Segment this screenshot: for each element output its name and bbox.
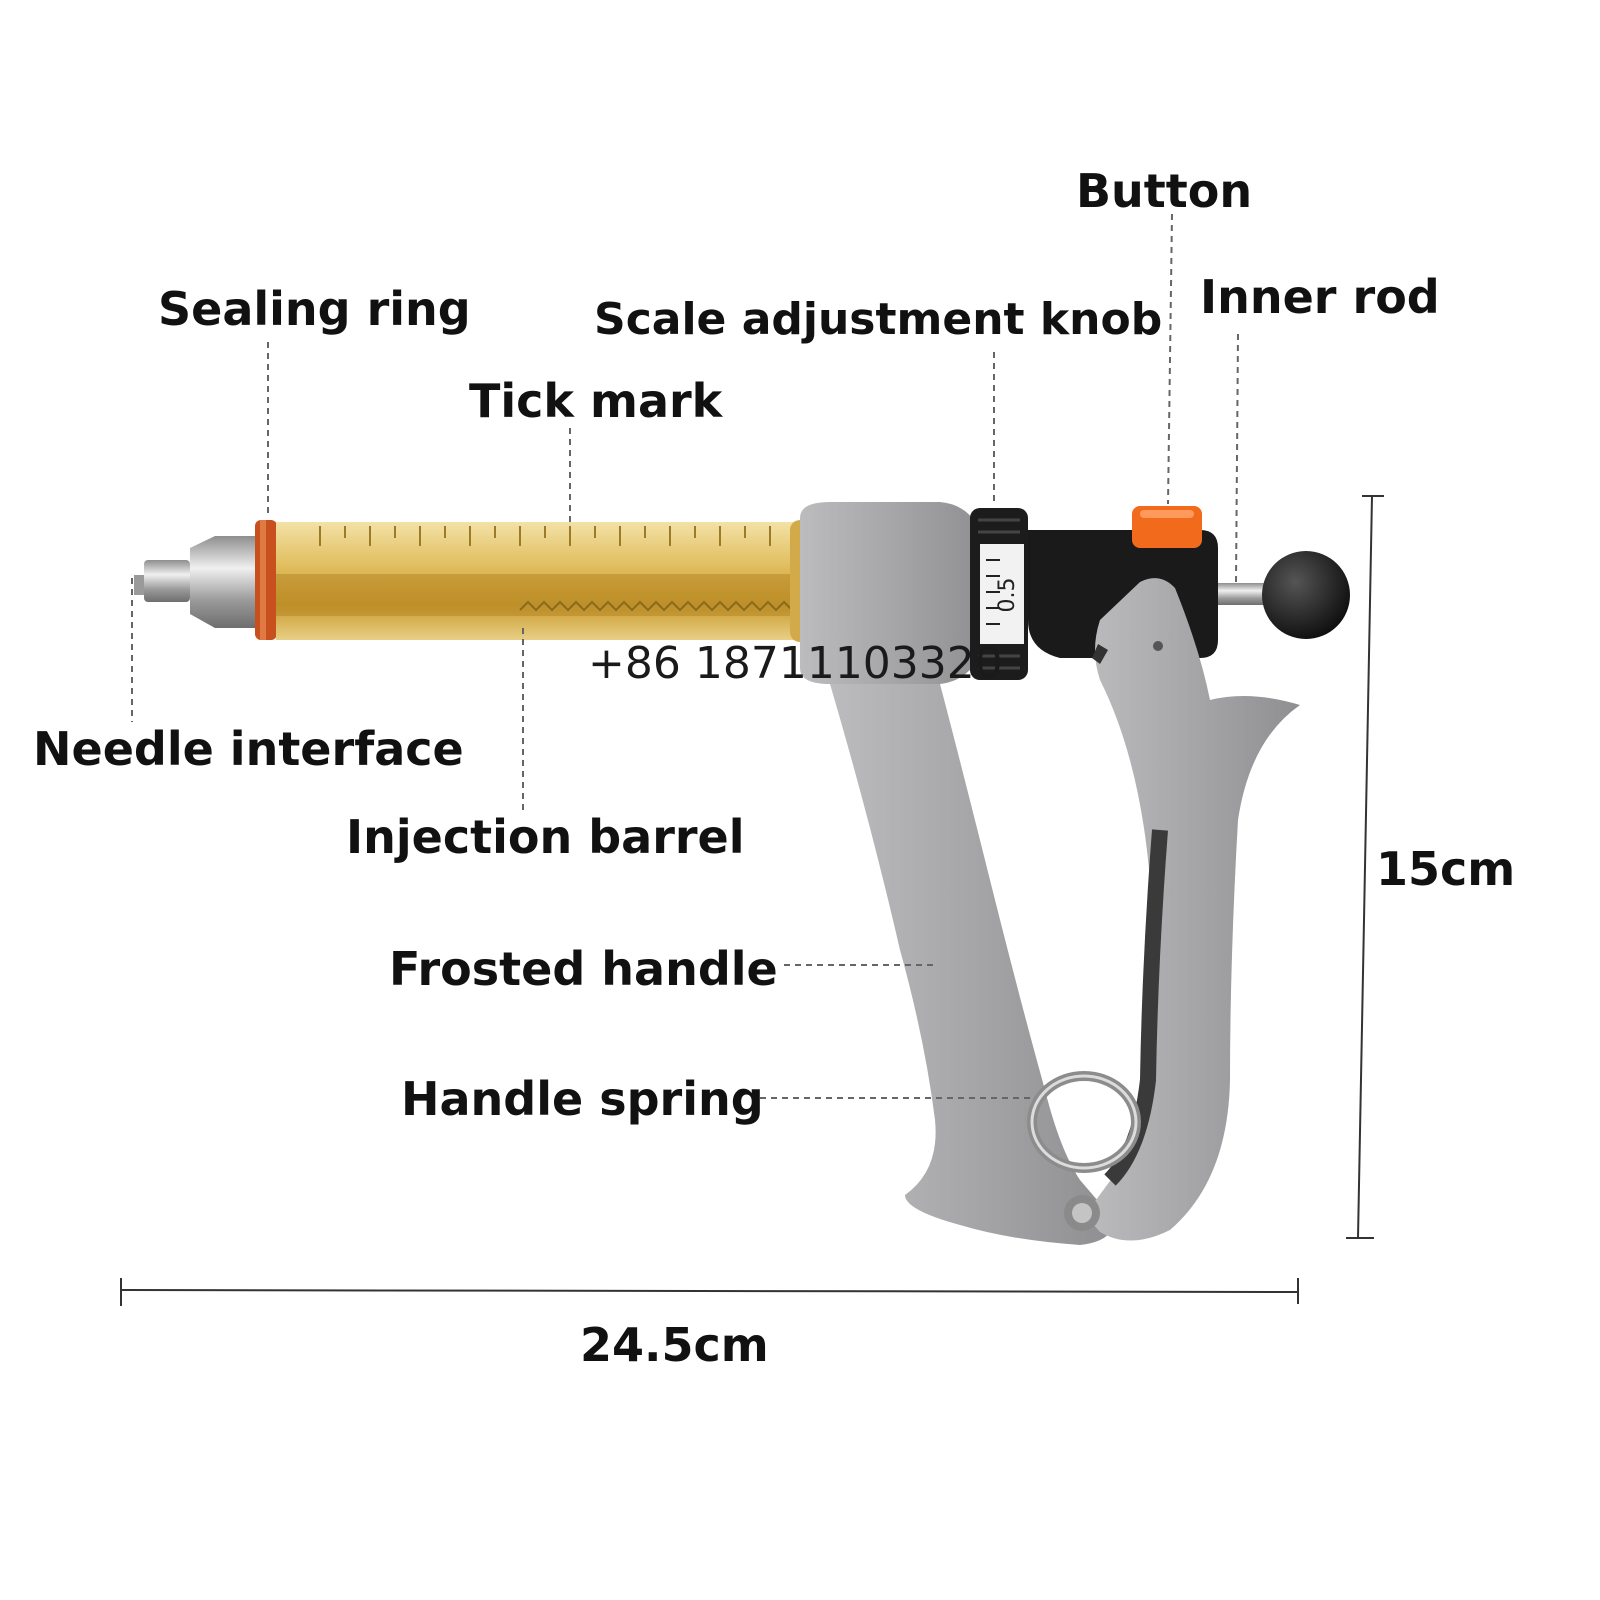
label-injection-barrel: Injection barrel — [346, 810, 745, 864]
width-dimension-line — [120, 1289, 1299, 1293]
label-needle-interface: Needle interface — [33, 722, 464, 776]
label-sealing-ring: Sealing ring — [158, 282, 471, 336]
handle-spring-part — [1027, 1071, 1141, 1231]
injection-barrel-part — [276, 520, 812, 642]
label-tick-mark: Tick mark — [469, 374, 723, 428]
leader-button — [1167, 213, 1173, 505]
watermark-phone: +86 18711103320 — [588, 638, 1003, 689]
label-handle-spring: Handle spring — [401, 1072, 764, 1126]
width-dimension-label: 24.5cm — [580, 1318, 769, 1372]
body-collar-part — [800, 502, 985, 684]
inner-rod-part — [1218, 551, 1350, 639]
label-scale-adjustment-knob: Scale adjustment knob — [594, 294, 1163, 345]
dimension-lines — [120, 495, 1384, 1306]
label-button: Button — [1076, 164, 1253, 218]
knob-scale-text: 0.5 — [995, 578, 1020, 613]
height-dimension-label: 15cm — [1376, 842, 1516, 896]
sealing-ring-part — [255, 520, 277, 640]
needle-interface-part — [134, 536, 258, 628]
button-part — [1132, 506, 1202, 548]
scale-adjustment-knob-part: 0.5 — [970, 508, 1028, 680]
label-frosted-handle: Frosted handle — [389, 942, 778, 996]
height-dimension-line — [1357, 495, 1373, 1239]
frosted-handle-part — [830, 684, 1112, 1245]
trigger-part — [1085, 578, 1300, 1241]
label-inner-rod: Inner rod — [1200, 270, 1440, 324]
leader-lines — [131, 213, 1239, 1099]
leader-inner-rod — [1235, 333, 1239, 583]
